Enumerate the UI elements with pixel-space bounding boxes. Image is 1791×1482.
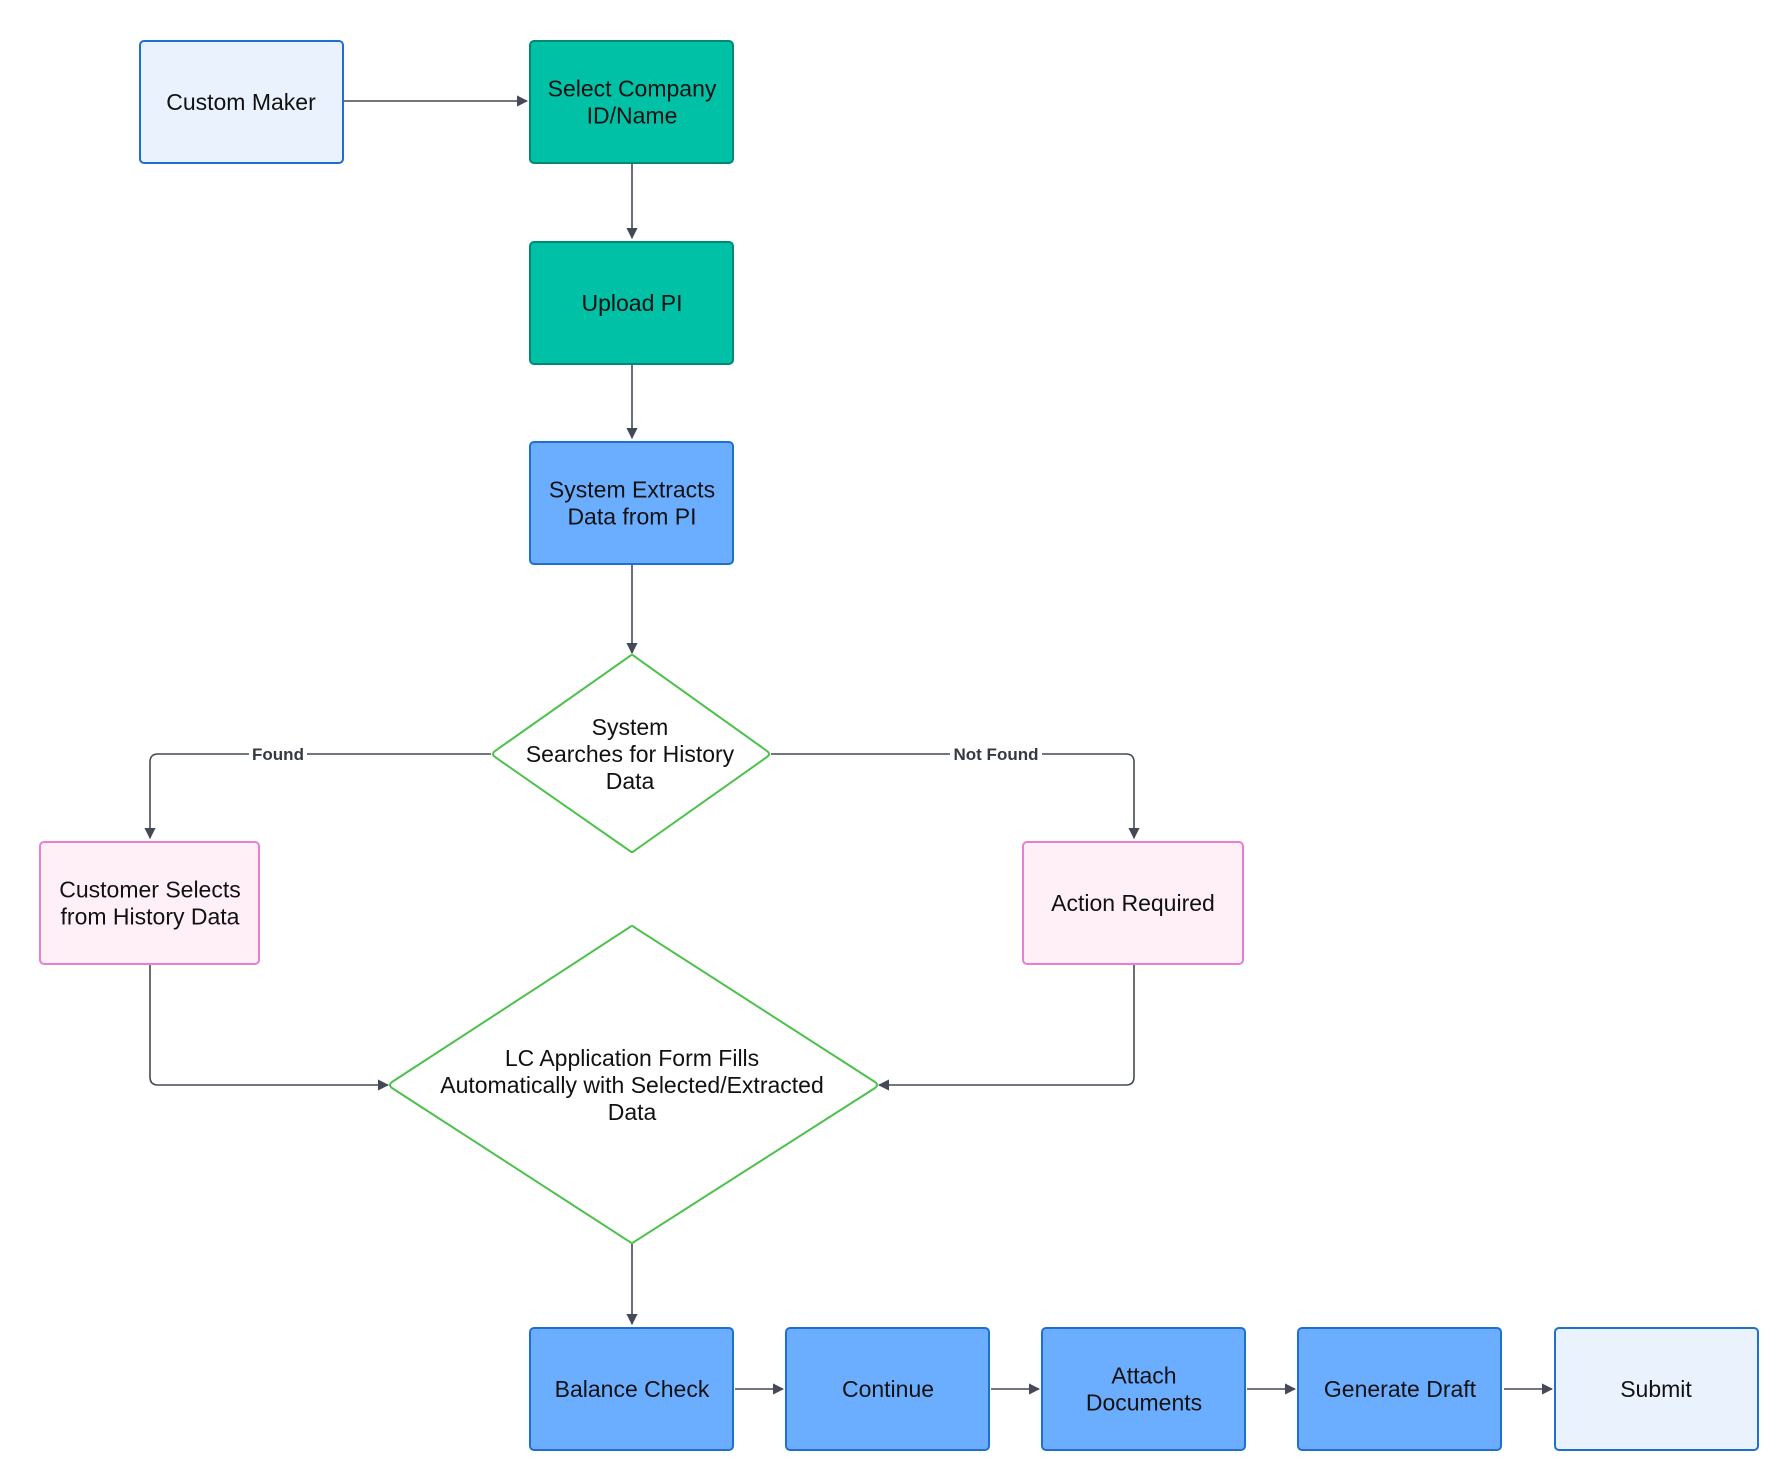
node-label-line: Continue — [842, 1376, 934, 1402]
node-label-line: Attach — [1111, 1363, 1176, 1389]
node-label-line: Data from PI — [567, 504, 696, 530]
node-label: Continue — [842, 1376, 934, 1402]
node-label-line: Select Company — [548, 76, 717, 102]
node-label-line: Balance Check — [555, 1376, 710, 1402]
node-label-line: System — [592, 714, 669, 740]
edge-label-not-found: Not Found — [954, 745, 1039, 764]
edge-labels: Found Not Found — [249, 743, 1042, 765]
edge-action-to-lc — [877, 965, 1135, 1091]
node-label: Submit — [1620, 1376, 1692, 1402]
node-label: Custom Maker — [166, 89, 316, 115]
node-label-line: Data — [606, 768, 655, 794]
edge-search-found — [144, 753, 491, 840]
node-label-line: Upload PI — [581, 290, 682, 316]
node-label-line: System Extracts — [549, 477, 715, 503]
node-action-required[interactable]: Action Required — [1022, 841, 1244, 965]
node-balance-check[interactable]: Balance Check — [529, 1327, 734, 1451]
node-label-line: Automatically with Selected/Extracted — [440, 1072, 824, 1098]
node-label-line: from History Data — [61, 904, 240, 930]
node-label-line: Documents — [1086, 1390, 1202, 1416]
node-label: Generate Draft — [1324, 1376, 1477, 1402]
node-upload-pi[interactable]: Upload PI — [529, 241, 734, 365]
node-continue[interactable]: Continue — [785, 1327, 990, 1451]
node-submit[interactable]: Submit — [1554, 1327, 1759, 1451]
node-label-line: LC Application Form Fills — [505, 1045, 759, 1071]
node-label-line: Generate Draft — [1324, 1376, 1477, 1402]
node-label-line: Data — [608, 1099, 657, 1125]
node-label-line: ID/Name — [587, 103, 678, 129]
node-label-line: Searches for History — [526, 741, 735, 767]
node-custom-maker[interactable]: Custom Maker — [139, 40, 344, 164]
edge-label-found: Found — [252, 745, 304, 764]
node-label-line: Customer Selects — [59, 877, 241, 903]
node-label: Balance Check — [555, 1376, 710, 1402]
node-generate-draft[interactable]: Generate Draft — [1297, 1327, 1502, 1451]
edge-selects-to-lc — [149, 965, 390, 1091]
node-label: Upload PI — [581, 290, 682, 316]
edge-search-not-found — [771, 753, 1140, 840]
node-label-line: Action Required — [1051, 890, 1215, 916]
node-label: Action Required — [1051, 890, 1215, 916]
node-label-line: Custom Maker — [166, 89, 316, 115]
node-label-line: Submit — [1620, 1376, 1692, 1402]
edges — [144, 95, 1554, 1395]
